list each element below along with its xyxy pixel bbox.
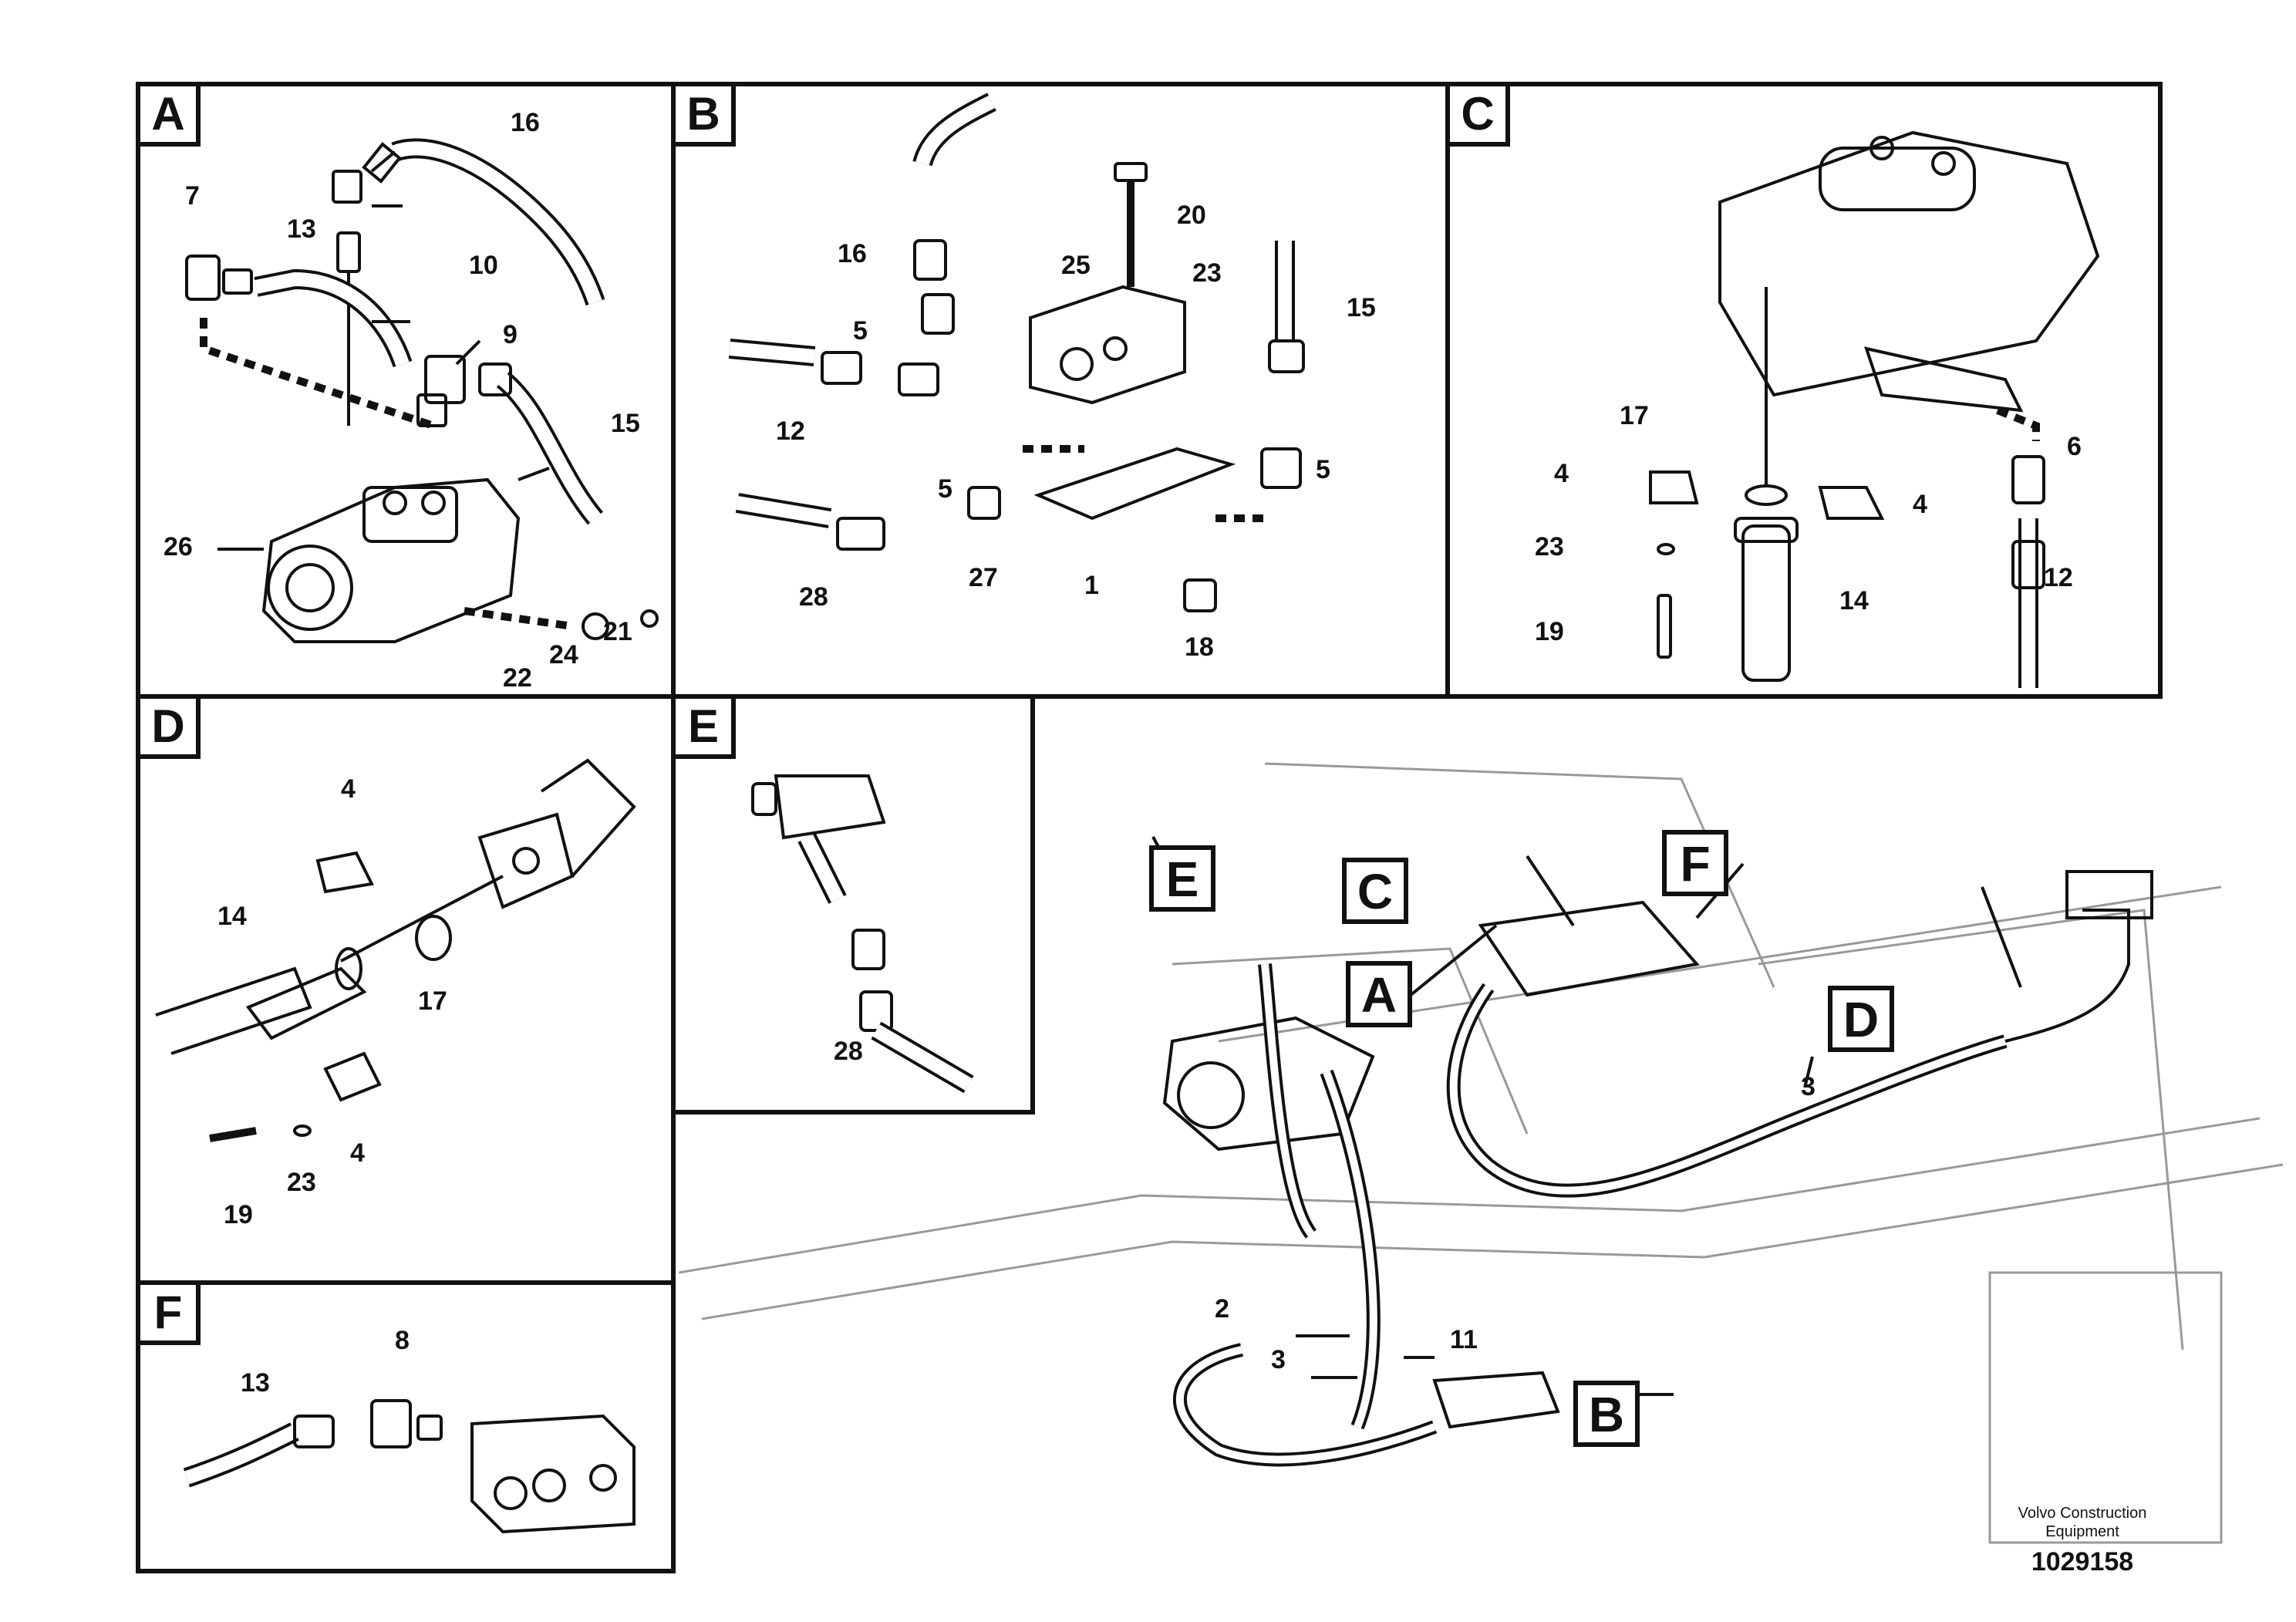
callout-14: 14 <box>1839 586 1869 615</box>
overview-tag-b: B <box>1573 1381 1640 1447</box>
callout-21: 21 <box>603 617 632 646</box>
callout-16: 16 <box>511 108 540 137</box>
callout-4: 4 <box>350 1138 365 1168</box>
overview-tag-a: A <box>1346 961 1412 1027</box>
callout-17: 17 <box>1620 401 1649 430</box>
callout-24: 24 <box>549 640 578 669</box>
callout-9: 9 <box>503 320 518 349</box>
detail-panel-d: D 4 14 17 4 19 23 <box>136 694 676 1288</box>
detail-panel-e: E 28 <box>671 694 1035 1114</box>
panel-tag-c: C <box>1450 86 1510 147</box>
callout-23: 23 <box>1192 258 1222 288</box>
callout-19: 19 <box>224 1200 253 1229</box>
panel-b-drawing <box>728 93 1305 612</box>
panel-e-drawing <box>751 774 974 1094</box>
callout-4: 4 <box>341 774 356 804</box>
callout-13: 13 <box>241 1368 270 1398</box>
callout-15: 15 <box>1347 293 1376 322</box>
callout-4: 4 <box>1913 490 1927 519</box>
panel-tag-b: B <box>676 86 736 147</box>
overview-tag-f: F <box>1662 830 1728 896</box>
callout-1: 1 <box>1084 571 1099 600</box>
panel-tag-a: A <box>140 86 201 147</box>
callout-10: 10 <box>469 251 498 280</box>
panel-d-drawing <box>155 758 636 1142</box>
callout-26: 26 <box>164 532 193 561</box>
callout-28: 28 <box>799 582 828 612</box>
detail-panel-a: A <box>136 82 676 699</box>
overview-callout-3: 3 <box>1801 1072 1816 1101</box>
callout-20: 20 <box>1177 201 1206 230</box>
overview-callout-2: 2 <box>1215 1294 1229 1324</box>
callout-6: 6 <box>2067 432 2082 461</box>
overview-callout-3: 3 <box>1271 1345 1286 1374</box>
overview-tag-c: C <box>1342 858 1408 924</box>
callout-14: 14 <box>217 902 247 931</box>
callout-15: 15 <box>611 409 640 438</box>
callout-12: 12 <box>776 416 805 446</box>
callout-19: 19 <box>1535 617 1564 646</box>
callout-5: 5 <box>853 316 868 346</box>
callout-12: 12 <box>2044 563 2073 592</box>
overview-tag-e: E <box>1149 845 1215 912</box>
callout-18: 18 <box>1185 632 1214 662</box>
overview-callout-11: 11 <box>1450 1325 1478 1354</box>
callout-23: 23 <box>287 1168 316 1197</box>
detail-panel-b: B 20 <box>671 82 1450 699</box>
callout-25: 25 <box>1061 251 1091 280</box>
detail-panel-c: C 17 6 4 4 23 14 12 19 <box>1445 82 2163 699</box>
callout-23: 23 <box>1535 532 1564 561</box>
callout-28: 28 <box>834 1037 863 1066</box>
callout-5: 5 <box>1316 455 1330 484</box>
manufacturer-line-1: Volvo Construction <box>2018 1505 2147 1522</box>
manufacturer-credit: Volvo Construction Equipment <box>1998 1504 2167 1541</box>
drawing-number: 1029158 <box>2031 1547 2134 1576</box>
callout-16: 16 <box>838 239 867 268</box>
callout-17: 17 <box>418 986 447 1016</box>
callout-13: 13 <box>287 214 316 244</box>
panel-f-drawing <box>183 1399 636 1534</box>
panel-tag-e: E <box>676 699 736 759</box>
callout-4: 4 <box>1554 459 1569 488</box>
panel-c-drawing <box>1649 130 2100 688</box>
callout-8: 8 <box>395 1326 410 1355</box>
callout-27: 27 <box>969 563 998 592</box>
detail-panel-f: F 8 13 <box>136 1280 676 1573</box>
callout-22: 22 <box>503 663 532 693</box>
callout-5: 5 <box>938 474 952 504</box>
panel-tag-f: F <box>140 1285 201 1345</box>
machine-overview-drawing <box>679 762 2283 1544</box>
panel-a-drawing <box>185 138 659 643</box>
callout-7: 7 <box>185 181 200 211</box>
overview-tag-d: D <box>1828 986 1894 1052</box>
panel-tag-d: D <box>140 699 201 759</box>
manufacturer-line-2: Equipment <box>2045 1523 2119 1540</box>
